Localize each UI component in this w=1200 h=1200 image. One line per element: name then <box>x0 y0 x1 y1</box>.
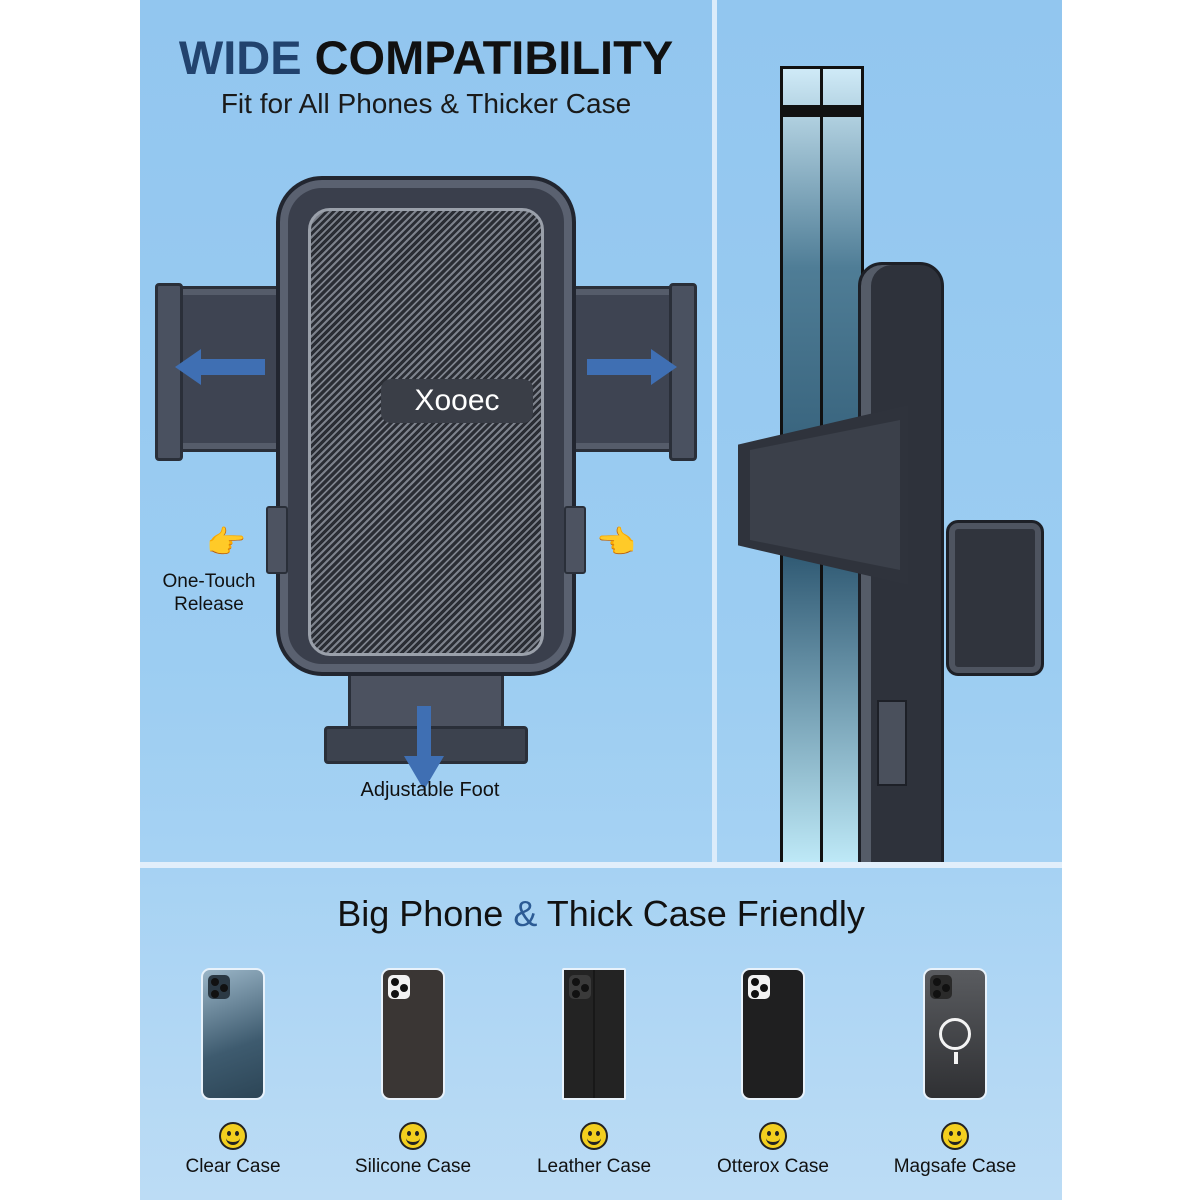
smiley-icon <box>941 1122 969 1150</box>
case-thumbnail <box>562 968 626 1100</box>
product-panel: WIDE COMPATIBILITY Fit for All Phones & … <box>140 0 1062 1200</box>
arrow-left-icon <box>175 349 265 385</box>
case-thumbnail <box>381 968 445 1100</box>
brand-label: Xooec <box>381 379 533 423</box>
case-thumbnail <box>923 968 987 1100</box>
pointing-hand-left-icon: 👈 <box>596 524 636 560</box>
case-label: Otterox Case <box>717 1156 829 1177</box>
vertical-divider <box>712 0 717 862</box>
side-button <box>877 700 907 786</box>
smiley-icon <box>219 1122 247 1150</box>
holder-frame: Xooec <box>276 176 576 676</box>
section-title-amp: & <box>513 893 538 934</box>
phone-holder-front: Xooec <box>155 176 697 790</box>
arrow-down-icon <box>404 706 444 790</box>
release-label-line1: One-Touch <box>162 571 256 592</box>
carbon-pad: Xooec <box>308 208 544 656</box>
release-label-line2: Release <box>174 594 244 615</box>
case-label: Leather Case <box>536 1156 652 1177</box>
arrow-right-icon <box>587 349 677 385</box>
case-label: Silicone Case <box>354 1156 472 1177</box>
adjustable-foot-label: Adjustable Foot <box>360 779 500 801</box>
page-title: WIDE COMPATIBILITY <box>140 30 712 85</box>
case-item-leather: Leather Case <box>519 968 669 1178</box>
release-button-right <box>564 506 586 574</box>
right-grip <box>669 283 697 461</box>
horizontal-divider <box>140 862 1062 868</box>
page-subtitle: Fit for All Phones & Thicker Case <box>220 88 632 119</box>
case-label: Magsafe Case <box>893 1156 1017 1177</box>
title-rest: COMPATIBILITY <box>314 31 674 84</box>
side-clamp-inner <box>750 420 900 570</box>
section-title: Big Phone & Thick Case Friendly <box>140 893 1062 935</box>
case-item-otterox: Otterox Case <box>698 968 848 1178</box>
smiley-icon <box>580 1122 608 1150</box>
magsafe-ring-icon <box>939 1018 971 1050</box>
one-touch-release-label: One-Touch Release <box>144 570 274 616</box>
smiley-icon <box>399 1122 427 1150</box>
smiley-icon <box>759 1122 787 1150</box>
section-title-part1: Big Phone <box>337 893 504 934</box>
case-label: Clear Case <box>185 1156 281 1177</box>
mount-knob <box>946 520 1044 676</box>
pointing-hand-right-icon: 👉 <box>206 524 246 560</box>
case-thumbnail <box>741 968 805 1100</box>
release-button-left <box>266 506 288 574</box>
title-accent: WIDE <box>178 31 302 84</box>
left-grip <box>155 283 183 461</box>
case-item-clear: Clear Case <box>158 968 308 1178</box>
case-thumbnail <box>201 968 265 1100</box>
case-item-magsafe: Magsafe Case <box>880 968 1030 1178</box>
section-title-part2: Thick Case Friendly <box>546 893 865 934</box>
case-item-silicone: Silicone Case <box>338 968 488 1178</box>
